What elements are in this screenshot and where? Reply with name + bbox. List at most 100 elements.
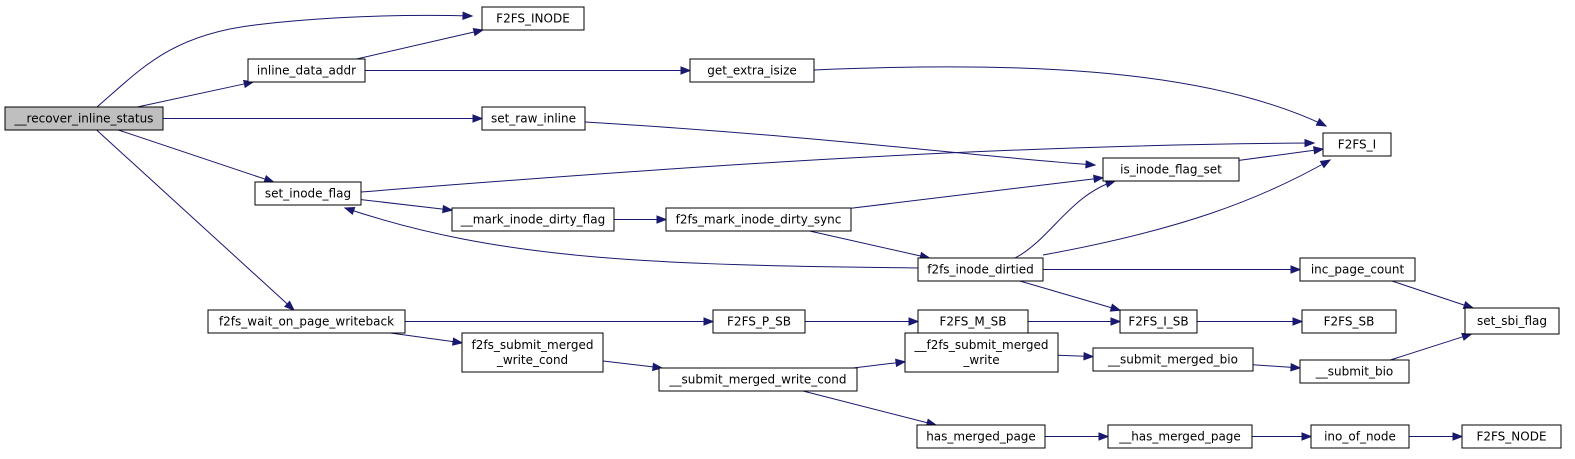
function-node-get-extra-isize[interactable]: get_extra_isize — [689, 58, 815, 83]
function-node-f2fs-p-sb[interactable]: F2FS_P_SB — [712, 309, 806, 334]
node-box — [1092, 347, 1254, 372]
node-box — [904, 332, 1059, 373]
node-label: f2fs_mark_inode_dirty_sync — [676, 213, 842, 227]
node-label: __f2fs_submit_merged — [914, 338, 1049, 352]
node-label: F2FS_I — [1338, 138, 1376, 152]
arrowhead — [472, 28, 485, 37]
node-label: F2FS_M_SB — [939, 315, 1006, 329]
node-label: set_inode_flag — [265, 187, 351, 201]
edge-inode-dirtied-to-f2fs-i — [1042, 159, 1332, 256]
function-node-ino-of-node[interactable]: ino_of_node — [1310, 424, 1410, 449]
node-label: set_sbi_flag — [1477, 314, 1547, 328]
node-box — [4, 106, 164, 131]
arrowhead — [895, 358, 907, 368]
function-node-submit-bio[interactable]: __submit_bio — [1299, 359, 1410, 384]
function-node-set-raw-inline[interactable]: set_raw_inline — [481, 106, 586, 131]
function-node-f2fs-node[interactable]: F2FS_NODE — [1461, 424, 1562, 449]
function-node-has-merged-page[interactable]: has_merged_page — [916, 424, 1046, 449]
edge-set-inode-flag-to-f2fs-i — [360, 138, 1316, 193]
node-label: __recover_inline_status — [14, 112, 154, 126]
arrowhead — [1452, 432, 1464, 441]
arrowhead — [284, 300, 295, 311]
arrowhead — [442, 204, 454, 214]
arrowhead — [1315, 118, 1328, 127]
node-label: F2FS_NODE — [1476, 430, 1546, 444]
function-node-recover[interactable]: __recover_inline_status — [4, 106, 164, 131]
node-label: ino_of_node — [1324, 430, 1396, 444]
node-label: F2FS_P_SB — [727, 315, 791, 329]
function-node-wait-on-page-writeback[interactable]: f2fs_wait_on_page_writeback — [207, 309, 406, 334]
edge-submit-bio-to-set-sbi-flag — [1390, 332, 1473, 361]
edge-f2fs-m-sb-to-f2fs-i-sb — [1028, 317, 1122, 326]
node-label: __submit_bio — [1315, 365, 1394, 379]
function-node-f2fs-i[interactable]: F2FS_I — [1322, 132, 1392, 157]
node-label: inline_data_addr — [257, 64, 356, 78]
call-edges — [96, 11, 1475, 441]
function-node-set-inode-flag[interactable]: set_inode_flag — [254, 181, 362, 206]
edge-submit-merged-write-cond-to---submit-merged-write-cond — [602, 360, 664, 372]
node-box — [1322, 132, 1392, 157]
edge-recover-to-set-raw-inline — [163, 114, 484, 123]
edge-wait-on-page-writeback-to-submit-merged-write-cond — [390, 332, 464, 346]
function-node-inc-page-count[interactable]: inc_page_count — [1299, 257, 1416, 282]
arrowhead — [452, 337, 464, 346]
function-node-f2fs-submit-merged-write[interactable]: __f2fs_submit_merged_write — [904, 332, 1059, 373]
edge-inode-dirtied-to-set-inode-flag — [343, 207, 919, 269]
arrowhead — [1304, 138, 1316, 148]
node-box — [916, 424, 1046, 449]
arrowhead — [1292, 317, 1304, 326]
node-box — [481, 106, 586, 131]
node-label: has_merged_page — [926, 430, 1036, 444]
function-node-submit-merged-write-cond[interactable]: f2fs_submit_merged_write_cond — [461, 332, 604, 373]
node-box — [1461, 424, 1562, 449]
function-node-inode-dirtied[interactable]: f2fs_inode_dirtied — [917, 257, 1044, 282]
function-node-is-inode-flag-set[interactable]: is_inode_flag_set — [1102, 157, 1240, 182]
edge-mark-inode-dirty-sync-to-inode-dirtied — [809, 230, 931, 261]
node-box — [658, 367, 858, 392]
function-node-mark-inode-dirty-sync[interactable]: f2fs_mark_inode_dirty_sync — [665, 207, 852, 232]
edge-recover-to-f2fs-inode — [96, 11, 474, 108]
node-label: is_inode_flag_set — [1120, 163, 1222, 177]
arrowhead — [1085, 160, 1097, 169]
node-label: __has_merged_page — [1118, 430, 1241, 444]
arrowhead — [1313, 146, 1325, 155]
node-box — [1107, 424, 1253, 449]
arrowhead — [472, 114, 484, 123]
function-node-submit-merged-bio[interactable]: __submit_merged_bio — [1092, 347, 1254, 372]
node-label: F2FS_INODE — [496, 12, 570, 26]
edge-recover-to-set-inode-flag — [118, 129, 275, 183]
function-node-mark-inode-dirty-flag[interactable]: __mark_inode_dirty_flag — [451, 207, 615, 232]
node-box — [1119, 309, 1198, 334]
edge---submit-merged-write-cond-to---f2fs-submit-merged-write — [853, 358, 907, 369]
arrowhead — [1110, 317, 1122, 326]
function-node-set-sbi-flag[interactable]: set_sbi_flag — [1464, 307, 1560, 335]
node-label: F2FS_SB — [1324, 315, 1375, 329]
node-box — [1301, 309, 1397, 334]
node-label: __mark_inode_dirty_flag — [460, 213, 605, 227]
function-node-f2fs-i-sb[interactable]: F2FS_I_SB — [1119, 309, 1198, 334]
node-box — [247, 58, 366, 83]
function-node-f2fs-inode[interactable]: F2FS_INODE — [481, 6, 585, 31]
edge---submit-merged-write-cond-to-has-merged-page — [802, 390, 938, 427]
function-node-f2fs-m-sb[interactable]: F2FS_M_SB — [917, 309, 1029, 334]
function-node-f2fs-sb[interactable]: F2FS_SB — [1301, 309, 1397, 334]
node-box — [665, 207, 852, 232]
node-label: set_raw_inline — [491, 112, 576, 126]
node-label: inc_page_count — [1311, 263, 1405, 277]
node-box — [712, 309, 806, 334]
edge-mark-inode-dirty-flag-to-mark-inode-dirty-sync — [614, 215, 668, 224]
arrowhead — [908, 317, 920, 326]
arrowhead — [1462, 300, 1475, 310]
function-node-has-merged-page[interactable]: __has_merged_page — [1107, 424, 1253, 449]
edge-recover-to-wait-on-page-writeback — [96, 129, 295, 311]
edge-has-merged-page-to---has-merged-page — [1045, 432, 1110, 441]
node-box — [689, 58, 815, 83]
function-node-submit-merged-write-cond[interactable]: __submit_merged_write_cond — [658, 367, 858, 392]
arrowhead — [1290, 265, 1302, 274]
edge-wait-on-page-writeback-to-f2fs-p-sb — [405, 317, 715, 326]
node-label: __submit_merged_write_cond — [669, 373, 847, 387]
node-label: get_extra_isize — [707, 64, 797, 78]
function-node-inline-data-addr[interactable]: inline_data_addr — [247, 58, 366, 83]
edge-set-inode-flag-to-mark-inode-dirty-flag — [360, 199, 454, 214]
